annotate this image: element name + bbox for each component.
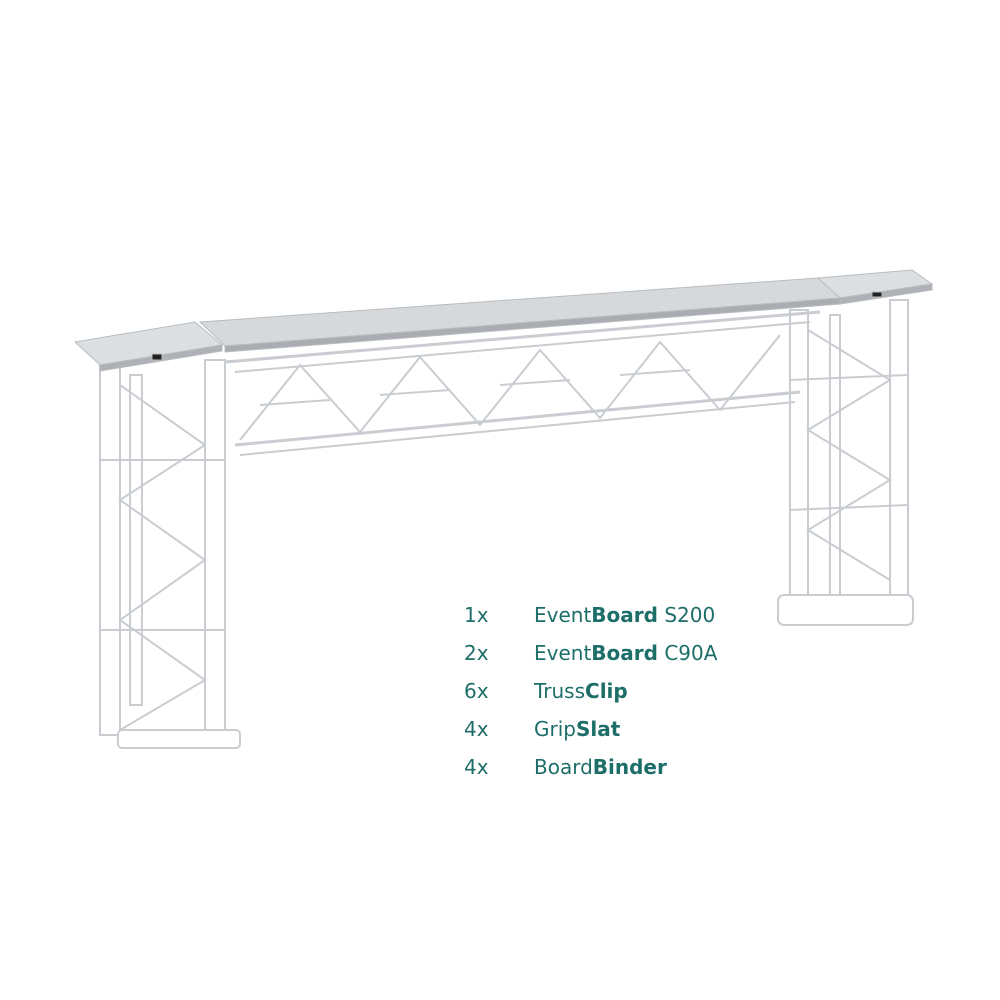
- table-boards: [73, 269, 934, 372]
- parts-list-item: 1x EventBoard S200: [464, 596, 717, 634]
- parts-list-item: 2x EventBoard C90A: [464, 634, 717, 672]
- parts-list-item: 4x GripSlat: [464, 710, 717, 748]
- part-name: GripSlat: [534, 717, 621, 741]
- part-quantity: 2x: [464, 641, 489, 665]
- parts-list-item: 6x TrussClip: [464, 672, 717, 710]
- part-quantity: 4x: [464, 755, 489, 779]
- part-quantity: 1x: [464, 603, 489, 627]
- horizontal-truss: [224, 310, 821, 456]
- parts-list: 1x EventBoard S200 2x EventBoard C90A 6x…: [464, 596, 717, 786]
- parts-list-item: 4x BoardBinder: [464, 748, 717, 786]
- part-quantity: 6x: [464, 679, 489, 703]
- part-name: EventBoard C90A: [534, 641, 718, 665]
- right-tower: [777, 299, 914, 626]
- part-name: EventBoard S200: [534, 603, 716, 627]
- part-name: BoardBinder: [534, 755, 667, 779]
- part-quantity: 4x: [464, 717, 489, 741]
- part-name: TrussClip: [534, 679, 628, 703]
- left-tower: [99, 359, 241, 749]
